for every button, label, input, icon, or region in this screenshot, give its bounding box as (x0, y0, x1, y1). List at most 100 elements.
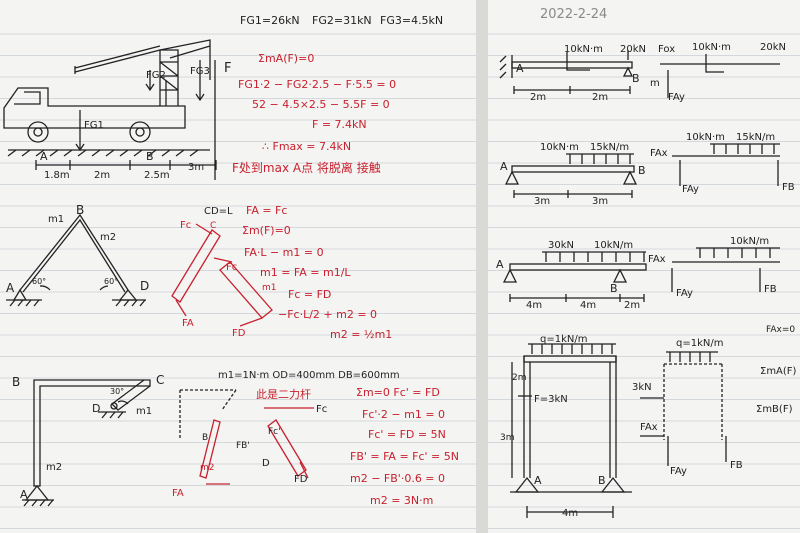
b3-fbd-fb: FB (764, 284, 777, 295)
truck-dim-1: 1.8m (44, 170, 70, 181)
truck-crane-drawing (3, 39, 217, 180)
truck-solution-line: 52 − 4.5×2.5 − 5.5F = 0 (252, 98, 390, 111)
tri-label-d: D (140, 279, 149, 293)
truck-dim-3: 2.5m (144, 170, 170, 181)
truck-label-b: B (146, 150, 154, 163)
given-force-g2: FG2=31kN (312, 14, 372, 27)
b2-fbd-moment: 10kN·m (686, 132, 725, 143)
truck-solution-line: ∴ Fmax = 7.4kN (262, 140, 351, 153)
binding-gutter (476, 0, 488, 533)
lf-label-b: B (12, 375, 20, 389)
beam1-drawing (499, 50, 634, 94)
pf-fbd-fax: FAx (640, 422, 658, 433)
lf-label-angle: 30° (110, 387, 124, 396)
b2-dim-1: 3m (534, 196, 550, 207)
tri-fbd-m1: m1 (262, 283, 277, 293)
lf-fbd-fa: FA (172, 488, 184, 499)
b2-fbd-fax: FAx (650, 148, 668, 159)
truck-label-fg2: FG2 (146, 70, 166, 81)
b2-dim-2: 3m (592, 196, 608, 207)
pf-fbd-fay: FAy (670, 466, 687, 477)
triangle-fbd (171, 223, 273, 327)
b1-fbd-fox: Fox (658, 44, 675, 55)
b3-dim-1: 4m (526, 300, 542, 311)
portal-frame-fbd (640, 351, 727, 466)
truck-label-f: F (224, 61, 231, 76)
lf-label-m2: m2 (46, 462, 62, 473)
lf-label-c: C (156, 373, 164, 387)
lf-solution-line: FB' = FA = Fc' = 5N (350, 450, 459, 463)
truck-solution: ΣmA(F)=0 FG1·2 − FG2·2.5 − F·5.5 = 0 52 … (232, 52, 396, 175)
tri-label-b: B (76, 203, 84, 217)
b2-fbd-fb: FB (782, 182, 795, 193)
truck-label-fg3: FG3 (190, 66, 210, 77)
b1-dim-1: 2m (530, 92, 546, 103)
pf-label-a: A (534, 474, 542, 487)
given-force-g3: FG3=4.5kN (380, 14, 443, 27)
truck-dim-4: 3m (188, 162, 204, 173)
b1-fbd-fay: FAy (668, 92, 685, 103)
truck-label-a: A (40, 150, 48, 163)
b2-label-a: A (500, 160, 508, 173)
b3-fbd-fay: FAy (676, 288, 693, 299)
tri-label-m2: m2 (100, 232, 116, 243)
b2-load-dist: 15kN/m (590, 142, 629, 153)
b3-load-dist: 10kN/m (594, 240, 633, 251)
lf-fbd-b: B (202, 433, 208, 443)
ruled-lines (0, 33, 800, 529)
b1-load-force: 20kN (620, 44, 646, 55)
b3-fbd-dist: 10kN/m (730, 236, 769, 247)
b2-fbd-dist: 15kN/m (736, 132, 775, 143)
b1-fbd-moment: 10kN·m (692, 42, 731, 53)
tri-solution-line: m2 = ½m1 (330, 328, 392, 341)
pf-load-force: F=3kN (534, 394, 568, 405)
b2-load-moment: 10kN·m (540, 142, 579, 153)
lf-label-m1: m1 (136, 406, 152, 417)
l-frame-given: m1=1N·m OD=400mm DB=600mm (218, 370, 400, 381)
truck-solution-line: F = 7.4kN (312, 118, 367, 131)
b3-fbd-fax0: FAx=0 (766, 325, 795, 335)
b3-dim-2: 4m (580, 300, 596, 311)
tri-angle-a: 60° (32, 277, 46, 286)
lf-fbd-fd: FD (294, 474, 308, 485)
truck-solution-line: FG1·2 − FG2·2.5 − F·5.5 = 0 (238, 78, 396, 91)
tri-solution-line: −Fc·L/2 + m2 = 0 (278, 308, 377, 321)
tri-fbd-fc: Fc (180, 220, 191, 231)
tri-label-m1: m1 (48, 214, 64, 225)
truck-dim-2: 2m (94, 170, 110, 181)
given-force-g1: FG1=26kN (240, 14, 300, 27)
tri-fbd-c: C (210, 221, 216, 231)
lf-solution-line: Fc'·2 − m1 = 0 (362, 408, 445, 421)
beam1-fbd (660, 54, 780, 98)
lf-fbd-fb: FB' (236, 441, 250, 451)
pf-fbd-force: 3kN (632, 382, 652, 393)
truck-label-fg1: FG1 (84, 120, 104, 131)
beam3-fbd (671, 247, 780, 292)
right-page (486, 0, 800, 533)
tri-angle-d: 60° (104, 277, 118, 286)
pf-fbd-sum-a: ΣmA(F) (760, 366, 797, 377)
lf-fbd-m2: m2 (200, 463, 215, 473)
b3-label-b: B (610, 282, 618, 295)
lf-solution-line: m2 = 3N·m (370, 494, 433, 507)
triangle-frame-drawing (6, 213, 146, 307)
triangle-solution: FA = Fc Σm(F)=0 FA·L − m1 = 0 m1 = FA = … (242, 204, 392, 341)
truck-solution-line: ΣmA(F)=0 (258, 52, 314, 65)
beam3-drawing (502, 251, 647, 302)
l-frame-fbd (179, 389, 314, 485)
pf-dim-3: 4m (562, 508, 578, 519)
lf-label-a: A (20, 488, 28, 501)
b1-dim-2: 2m (592, 92, 608, 103)
truck-solution-line: F处到max A点 将脱离 接触 (232, 160, 381, 175)
page-date: 2022-2-24 (540, 7, 607, 22)
b1-fbd-force: 20kN (760, 42, 786, 53)
b1-load-moment: 10kN·m (564, 44, 603, 55)
tri-solution-line: Σm(F)=0 (242, 224, 291, 237)
pf-load-dist: q=1kN/m (540, 334, 587, 345)
beam2-fbd (672, 143, 780, 186)
pf-fbd-sum-b: ΣmB(F) (756, 404, 793, 415)
b2-fbd-fay: FAy (682, 184, 699, 195)
lf-fbd-fc2: Fc' (268, 427, 281, 437)
tri-solution-line: m1 = FA = m1/L (260, 266, 351, 279)
